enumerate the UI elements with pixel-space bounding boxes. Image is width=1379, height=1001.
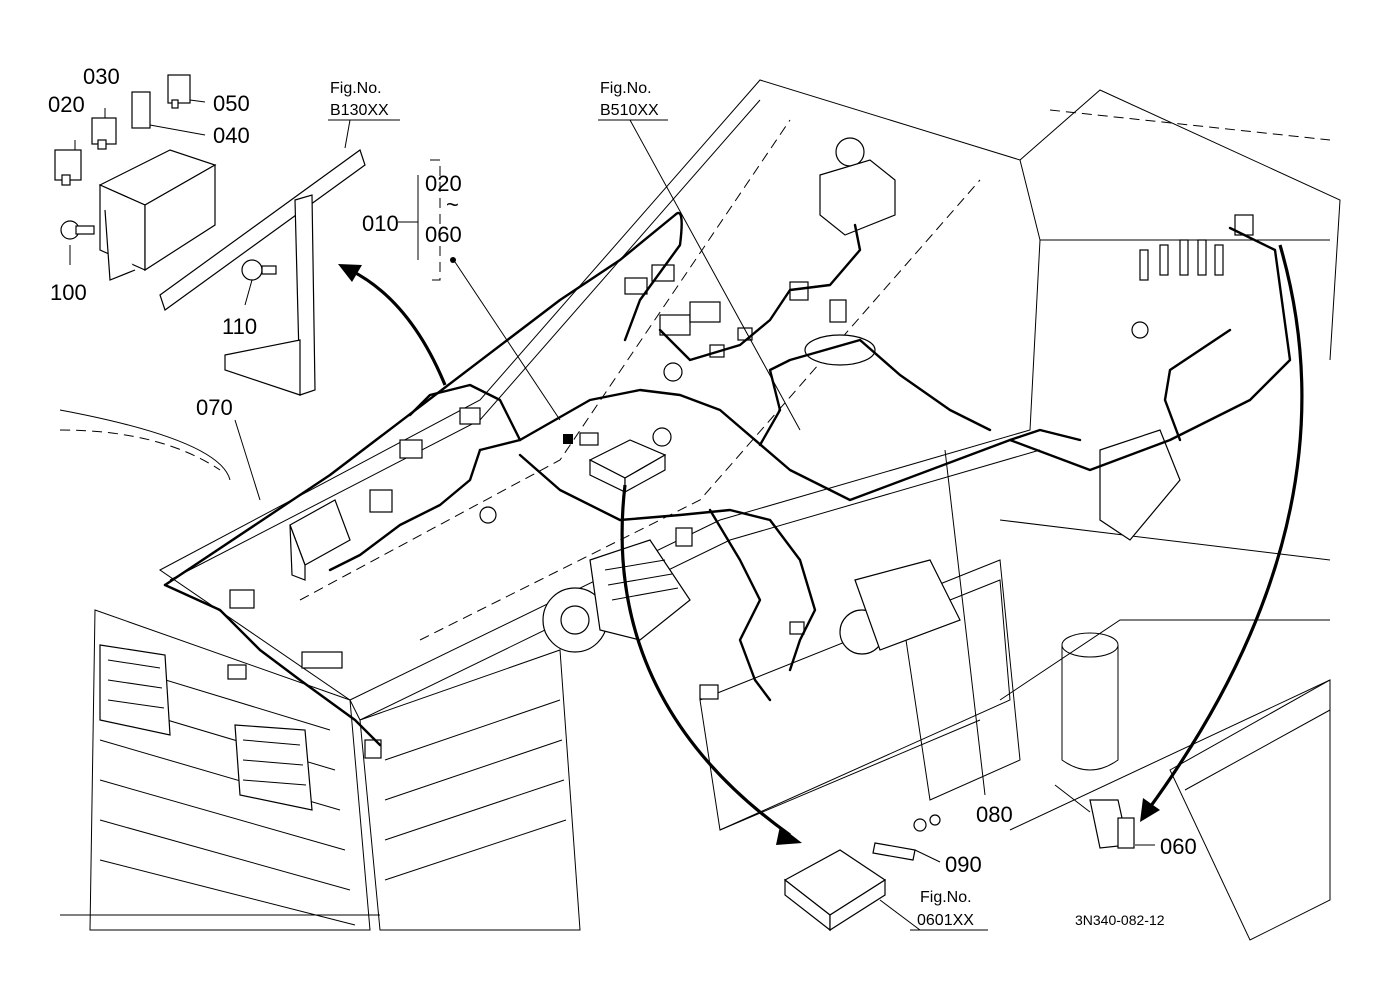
module-090 [783, 814, 941, 932]
drawing-code: 3N340-082-12 [1075, 912, 1165, 928]
leader-lines [69, 99, 1155, 931]
tractor-line-art [59, 79, 1341, 941]
label-range-end: 060 [425, 222, 462, 247]
bolt-100 [60, 220, 95, 240]
bracket [159, 149, 366, 396]
part-labels: 020 030 040 050 100 110 070 010 020 ~ 06… [48, 64, 1197, 877]
fuse-020 [54, 149, 82, 186]
label-range-start: 020 [425, 171, 462, 196]
label-010: 010 [362, 211, 399, 236]
figure-references: Fig.No. B130XX Fig.No. B510XX Fig.No. 06… [330, 80, 974, 929]
components [54, 74, 1254, 932]
label-range-tilde: ~ [446, 192, 459, 217]
connector-cluster-left [369, 407, 497, 524]
direction-arrows [338, 244, 1304, 845]
label-040: 040 [213, 123, 250, 148]
wiring-harness [163, 211, 1292, 747]
label-090: 090 [945, 852, 982, 877]
fig-caption-b130: Fig.No. [330, 80, 382, 97]
hood-connectors [624, 264, 753, 382]
label-070: 070 [196, 395, 233, 420]
label-020: 020 [48, 92, 85, 117]
fig-ref-b130: B130XX [330, 102, 389, 119]
alternator [542, 539, 691, 653]
fuse-030 [91, 117, 117, 150]
fig-ref-0601: 0601XX [917, 912, 974, 929]
starter-motor [839, 559, 961, 655]
fuse-box [98, 149, 217, 281]
connector-060 [1054, 784, 1135, 849]
relay-box [289, 499, 351, 581]
reservoir-tank [789, 137, 896, 366]
label-030: 030 [83, 64, 120, 89]
sensor-cluster-right [1099, 214, 1254, 541]
fig-ref-b510: B510XX [600, 102, 659, 119]
fuse-040 [131, 91, 151, 129]
fuse-050 [167, 74, 191, 109]
label-100: 100 [50, 280, 87, 305]
screw-110 [241, 259, 277, 281]
headlight-left [99, 644, 171, 736]
fig-caption-0601: Fig.No. [920, 889, 972, 906]
fig-caption-b510: Fig.No. [600, 80, 652, 97]
label-060: 060 [1160, 834, 1197, 859]
label-110: 110 [222, 314, 257, 339]
headlight-right [234, 724, 313, 811]
label-050: 050 [213, 91, 250, 116]
controller-module [563, 427, 672, 494]
label-080: 080 [976, 802, 1013, 827]
